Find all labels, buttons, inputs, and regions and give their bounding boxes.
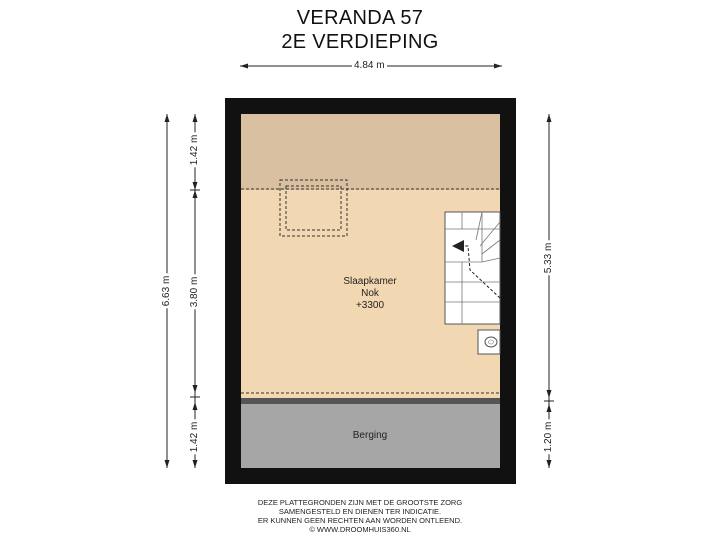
bedroom-label: Slaapkamer Nok +3300 <box>320 276 420 312</box>
disclaimer-line-2: SAMENGESTELD EN DIENEN TER INDICATIE. <box>278 507 442 516</box>
toilet-icon <box>477 329 501 355</box>
storage-label: Berging <box>352 430 388 441</box>
stair-arrow-icon <box>452 240 464 252</box>
dim-line-right <box>544 114 554 468</box>
disclaimer-line-1: DEZE PLATTEGRONDEN ZIJN MET DE GROOTSTE … <box>257 498 463 507</box>
dim-right-lower-label: 1.20 m <box>543 419 555 455</box>
plan-title: VERANDA 57 <box>296 7 424 29</box>
roof-window-outer <box>279 179 348 237</box>
bedroom-sub: Nok <box>361 288 379 299</box>
disclaimer: DEZE PLATTEGRONDEN ZIJN MET DE GROOTSTE … <box>0 498 720 534</box>
dim-slope-bottom-label: 1.42 m <box>189 419 201 455</box>
dim-right-upper-label: 5.33 m <box>543 240 555 276</box>
staircase <box>444 211 501 325</box>
slope-area-top <box>241 114 500 190</box>
dim-slope-top-label: 1.42 m <box>189 132 201 168</box>
bedroom-height: +3300 <box>355 300 385 311</box>
plan-subtitle: 2E VERDIEPING <box>281 31 439 53</box>
roof-window-inner <box>285 185 342 231</box>
disclaimer-line-3: ER KUNNEN GEEN RECHTEN AAN WORDEN ONTLEE… <box>257 516 463 525</box>
storage-floor <box>241 404 500 468</box>
dim-middle-label: 3.80 m <box>189 274 201 310</box>
disclaimer-line-4: © WWW.DROOMHUIS360.NL <box>309 525 411 534</box>
partition-wall <box>241 398 500 404</box>
dim-width-label: 4.84 m <box>352 60 387 72</box>
bedroom-name: Slaapkamer <box>343 276 397 287</box>
dim-total-depth-label: 6.63 m <box>161 273 173 309</box>
